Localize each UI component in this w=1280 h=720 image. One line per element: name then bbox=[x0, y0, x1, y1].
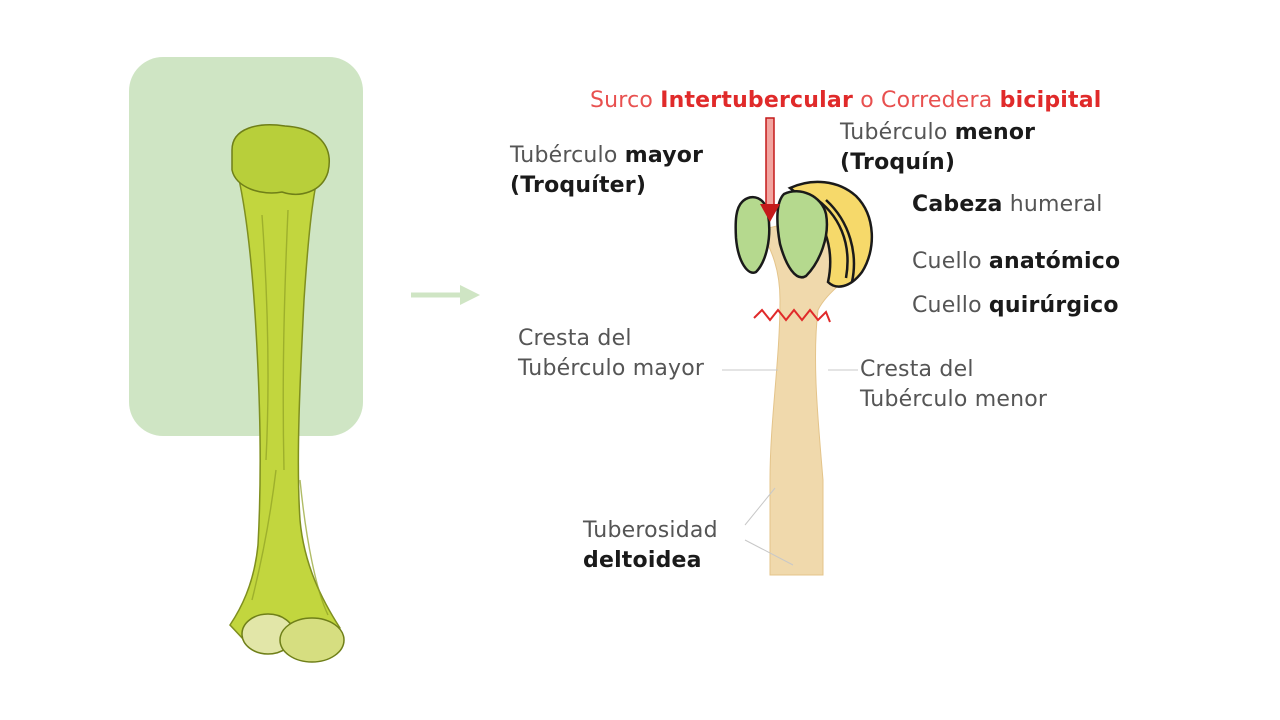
lesser-tubercle bbox=[776, 189, 829, 279]
leader-lines bbox=[722, 369, 858, 566]
surgical-neck-zigzag bbox=[753, 308, 831, 323]
trochlea bbox=[279, 617, 345, 663]
greater-tubercle bbox=[734, 195, 771, 274]
humerus-texture bbox=[251, 209, 329, 616]
proximal-humerus-diagram-icon bbox=[722, 117, 873, 576]
arrow-right-icon bbox=[411, 285, 480, 305]
highlight-box bbox=[129, 57, 363, 436]
label-cabeza-humeral: Cabeza humeral bbox=[912, 192, 1103, 217]
sulcus-arrow-head bbox=[760, 204, 780, 222]
label-cuello-anatomico: Cuello anatómico bbox=[912, 249, 1121, 274]
label-cuello-quirurgico: Cuello quirúrgico bbox=[912, 293, 1119, 318]
label-tuberculo-mayor: Tubérculo mayor(Troquíter) bbox=[510, 143, 704, 198]
humeral-head bbox=[787, 180, 873, 288]
label-tuberculo-menor: Tubérculo menor(Troquín) bbox=[840, 120, 1036, 175]
label-surco: Surco Intertubercular o Corredera bicipi… bbox=[590, 88, 1102, 113]
humerus-head bbox=[231, 124, 330, 195]
sulcus-arrow-shaft bbox=[765, 117, 775, 207]
